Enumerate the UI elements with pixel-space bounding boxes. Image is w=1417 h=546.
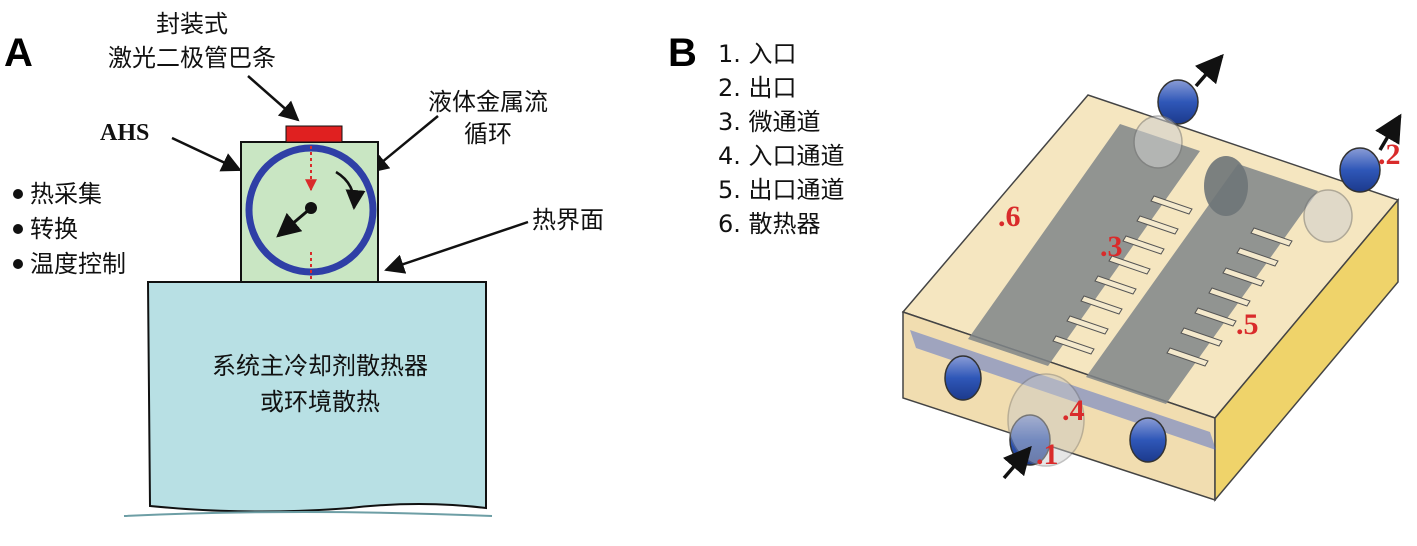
laser-diode-bar — [285, 125, 343, 143]
legend-item-inlet-channel: 4. 入口通道 — [718, 142, 845, 170]
legend-item-outlet: 2. 出口 — [718, 74, 797, 102]
legend-item-inlet: 1. 入口 — [718, 40, 797, 68]
heat-sink-label-line1: 系统主冷却剂散热器 — [212, 352, 428, 380]
thermal-interface-label: 热界面 — [532, 206, 604, 234]
pump-rotor-hub — [305, 202, 317, 214]
ahs-label: AHS — [100, 120, 149, 146]
liquid-metal-label-line2: 循环 — [464, 120, 512, 148]
manifold-cap — [1204, 156, 1248, 216]
bullet-dot — [13, 224, 23, 234]
legend-item-heat-sink: 6. 散热器 — [718, 210, 821, 238]
outlet-tube-left-sleeve — [1133, 115, 1183, 169]
outlet-tube-right-end — [1339, 147, 1381, 193]
panel-b: B 1. 入口 2. 出口 3. 微通道 4. 入口通道 5. 出口通道 6. … — [668, 31, 1402, 503]
inlet-tube-sleeve — [1007, 373, 1085, 467]
marker-microchannel: .3 — [1100, 230, 1123, 263]
microchannel — [1080, 295, 1123, 315]
bullet-dot — [13, 259, 23, 269]
port-front-left — [944, 355, 982, 401]
panel-a-letter: A — [4, 31, 33, 75]
bullet-item-heat-harvest: 热采集 — [30, 180, 102, 208]
microchannel — [1136, 215, 1179, 235]
bullet-list: 热采集 转换 温度控制 — [13, 180, 126, 278]
bullet-item-conversion: 转换 — [30, 215, 78, 243]
marker-outlet-channel: .5 — [1236, 308, 1259, 341]
microchannel — [1208, 287, 1251, 307]
outlet-channel — [1086, 164, 1318, 404]
laser-bar-label-line2: 激光二极管巴条 — [108, 44, 276, 72]
heat-sink-label-line2: 或环境散热 — [260, 388, 380, 416]
microchannel-array — [1052, 195, 1293, 367]
microchannel — [1222, 267, 1265, 287]
liquid-metal-label-line1: 液体金属流 — [428, 88, 548, 116]
panel-a: A 封装式 激光二极管巴条 AHS 液体金属流 循环 热界面 热采集 转换 温度… — [4, 10, 604, 517]
outlet-tube-right-sleeve — [1303, 189, 1353, 243]
inlet-flow-arrow — [1002, 445, 1032, 480]
bullet-dot — [13, 189, 23, 199]
microchannel — [1150, 195, 1193, 215]
microchannel — [1166, 347, 1209, 367]
microchannel — [1108, 255, 1151, 275]
bullet-item-temperature-control: 温度控制 — [30, 250, 126, 278]
legend-item-outlet-channel: 5. 出口通道 — [718, 176, 845, 204]
microchannel — [1094, 275, 1137, 295]
outlet-flow-arrow-left — [1194, 53, 1224, 88]
flow-direction-arrow — [335, 170, 366, 210]
marker-inlet: .1 — [1036, 438, 1059, 471]
outlet-tube-left-end — [1157, 79, 1199, 125]
microchannel — [1052, 335, 1095, 355]
laser-bar-pointer — [247, 75, 300, 122]
legend-list: 1. 入口 2. 出口 3. 微通道 4. 入口通道 5. 出口通道 6. 散热… — [718, 40, 845, 238]
ahs-pointer — [171, 136, 242, 172]
microchannel — [1066, 315, 1109, 335]
marker-heat-sink: .6 — [998, 200, 1021, 233]
marker-inlet-channel: .4 — [1062, 394, 1085, 427]
microchannel — [1236, 247, 1279, 267]
block-right-face — [1214, 197, 1399, 503]
microchannel — [1122, 235, 1165, 255]
inlet-channel — [968, 124, 1200, 366]
thermal-interface-pointer — [384, 220, 529, 274]
pump-rotor-arm — [276, 206, 312, 238]
liquid-metal-pointer — [368, 115, 439, 174]
heat-sink-body — [146, 281, 487, 513]
microchannel — [1194, 307, 1237, 327]
microchannel — [1180, 327, 1223, 347]
laser-bar-label-line1: 封装式 — [156, 10, 228, 38]
port-front-right — [1129, 417, 1167, 463]
microchannel — [1250, 227, 1293, 247]
legend-item-microchannel: 3. 微通道 — [718, 108, 821, 136]
marker-outlet: .2 — [1378, 138, 1401, 171]
outlet-flow-arrow-right — [1375, 113, 1402, 151]
heat-sink-ground-line — [123, 511, 493, 517]
panel-b-letter: B — [668, 31, 697, 75]
